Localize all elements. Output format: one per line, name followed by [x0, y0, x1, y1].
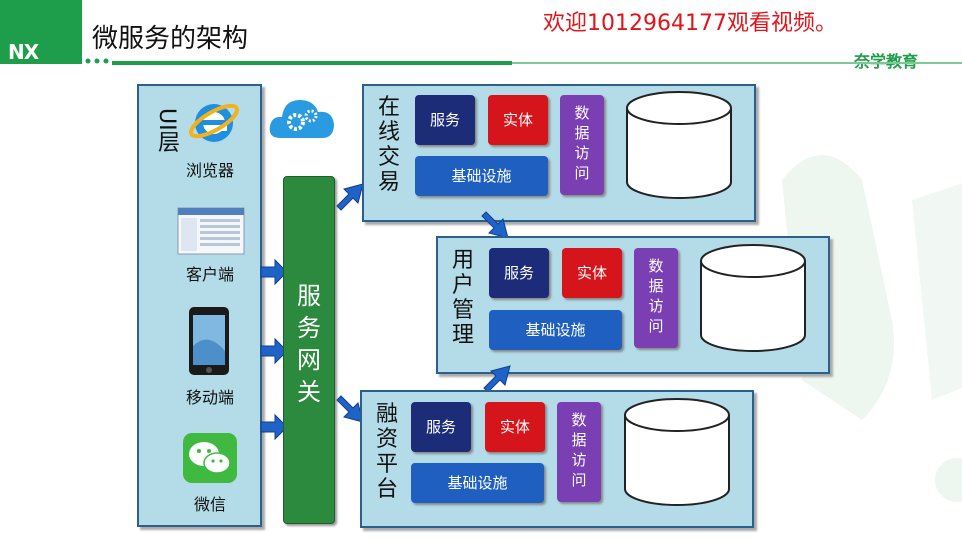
gateway-label: 服务网关	[297, 282, 321, 406]
service-name: 用户管理	[452, 248, 475, 348]
client-label-browser: 浏览器	[185, 161, 234, 180]
data-access-box: 数据访问	[557, 402, 601, 502]
entity-box: 实体	[488, 95, 548, 145]
ui-layer-label: UI层	[154, 108, 179, 153]
cloud-gear-icon	[269, 100, 334, 138]
brand-name: 奈学教育	[854, 52, 919, 71]
database-icon	[700, 244, 806, 352]
watermark-text: 欢迎1012964177观看视频。	[543, 11, 837, 36]
entity-box: 实体	[562, 248, 622, 298]
service-name: 在线交易	[378, 95, 401, 195]
arrow-right-icon	[260, 258, 288, 286]
logo-text: NX	[8, 40, 39, 64]
client-label-desktop: 客户端	[185, 265, 234, 284]
title-underline	[112, 61, 962, 65]
infrastructure-box: 基础设施	[415, 156, 548, 196]
service-name: 融资平台	[376, 402, 399, 502]
browser-ie-icon	[189, 103, 239, 142]
arrow-right-icon	[260, 337, 288, 365]
service-box: 服务	[415, 95, 475, 145]
data-access-label: 数据访问	[574, 104, 590, 182]
service-box: 服务	[489, 248, 549, 298]
arrow-up-right-icon	[336, 183, 364, 211]
mobile-phone-icon	[189, 307, 229, 375]
page-title: 微服务的架构	[92, 24, 249, 54]
data-access-box: 数据访问	[560, 95, 604, 195]
brand-logo: NX	[0, 0, 109, 64]
logo-dots-icon	[85, 58, 109, 64]
arrow-down-right-icon	[481, 211, 509, 239]
infrastructure-box: 基础设施	[411, 463, 544, 503]
client-label-wechat: 微信	[193, 495, 226, 514]
data-access-box: 数据访问	[634, 248, 678, 348]
client-label-mobile: 移动端	[185, 388, 234, 407]
wechat-icon	[183, 433, 237, 483]
data-access-label: 数据访问	[648, 257, 664, 335]
data-access-label: 数据访问	[571, 411, 587, 489]
entity-box: 实体	[485, 402, 545, 452]
service-box: 服务	[411, 402, 471, 452]
arrow-right-icon	[260, 413, 288, 441]
infrastructure-box: 基础设施	[489, 310, 622, 350]
database-icon	[626, 91, 732, 199]
database-icon	[624, 398, 730, 506]
service-gateway	[283, 176, 335, 524]
desktop-client-icon	[177, 207, 245, 255]
